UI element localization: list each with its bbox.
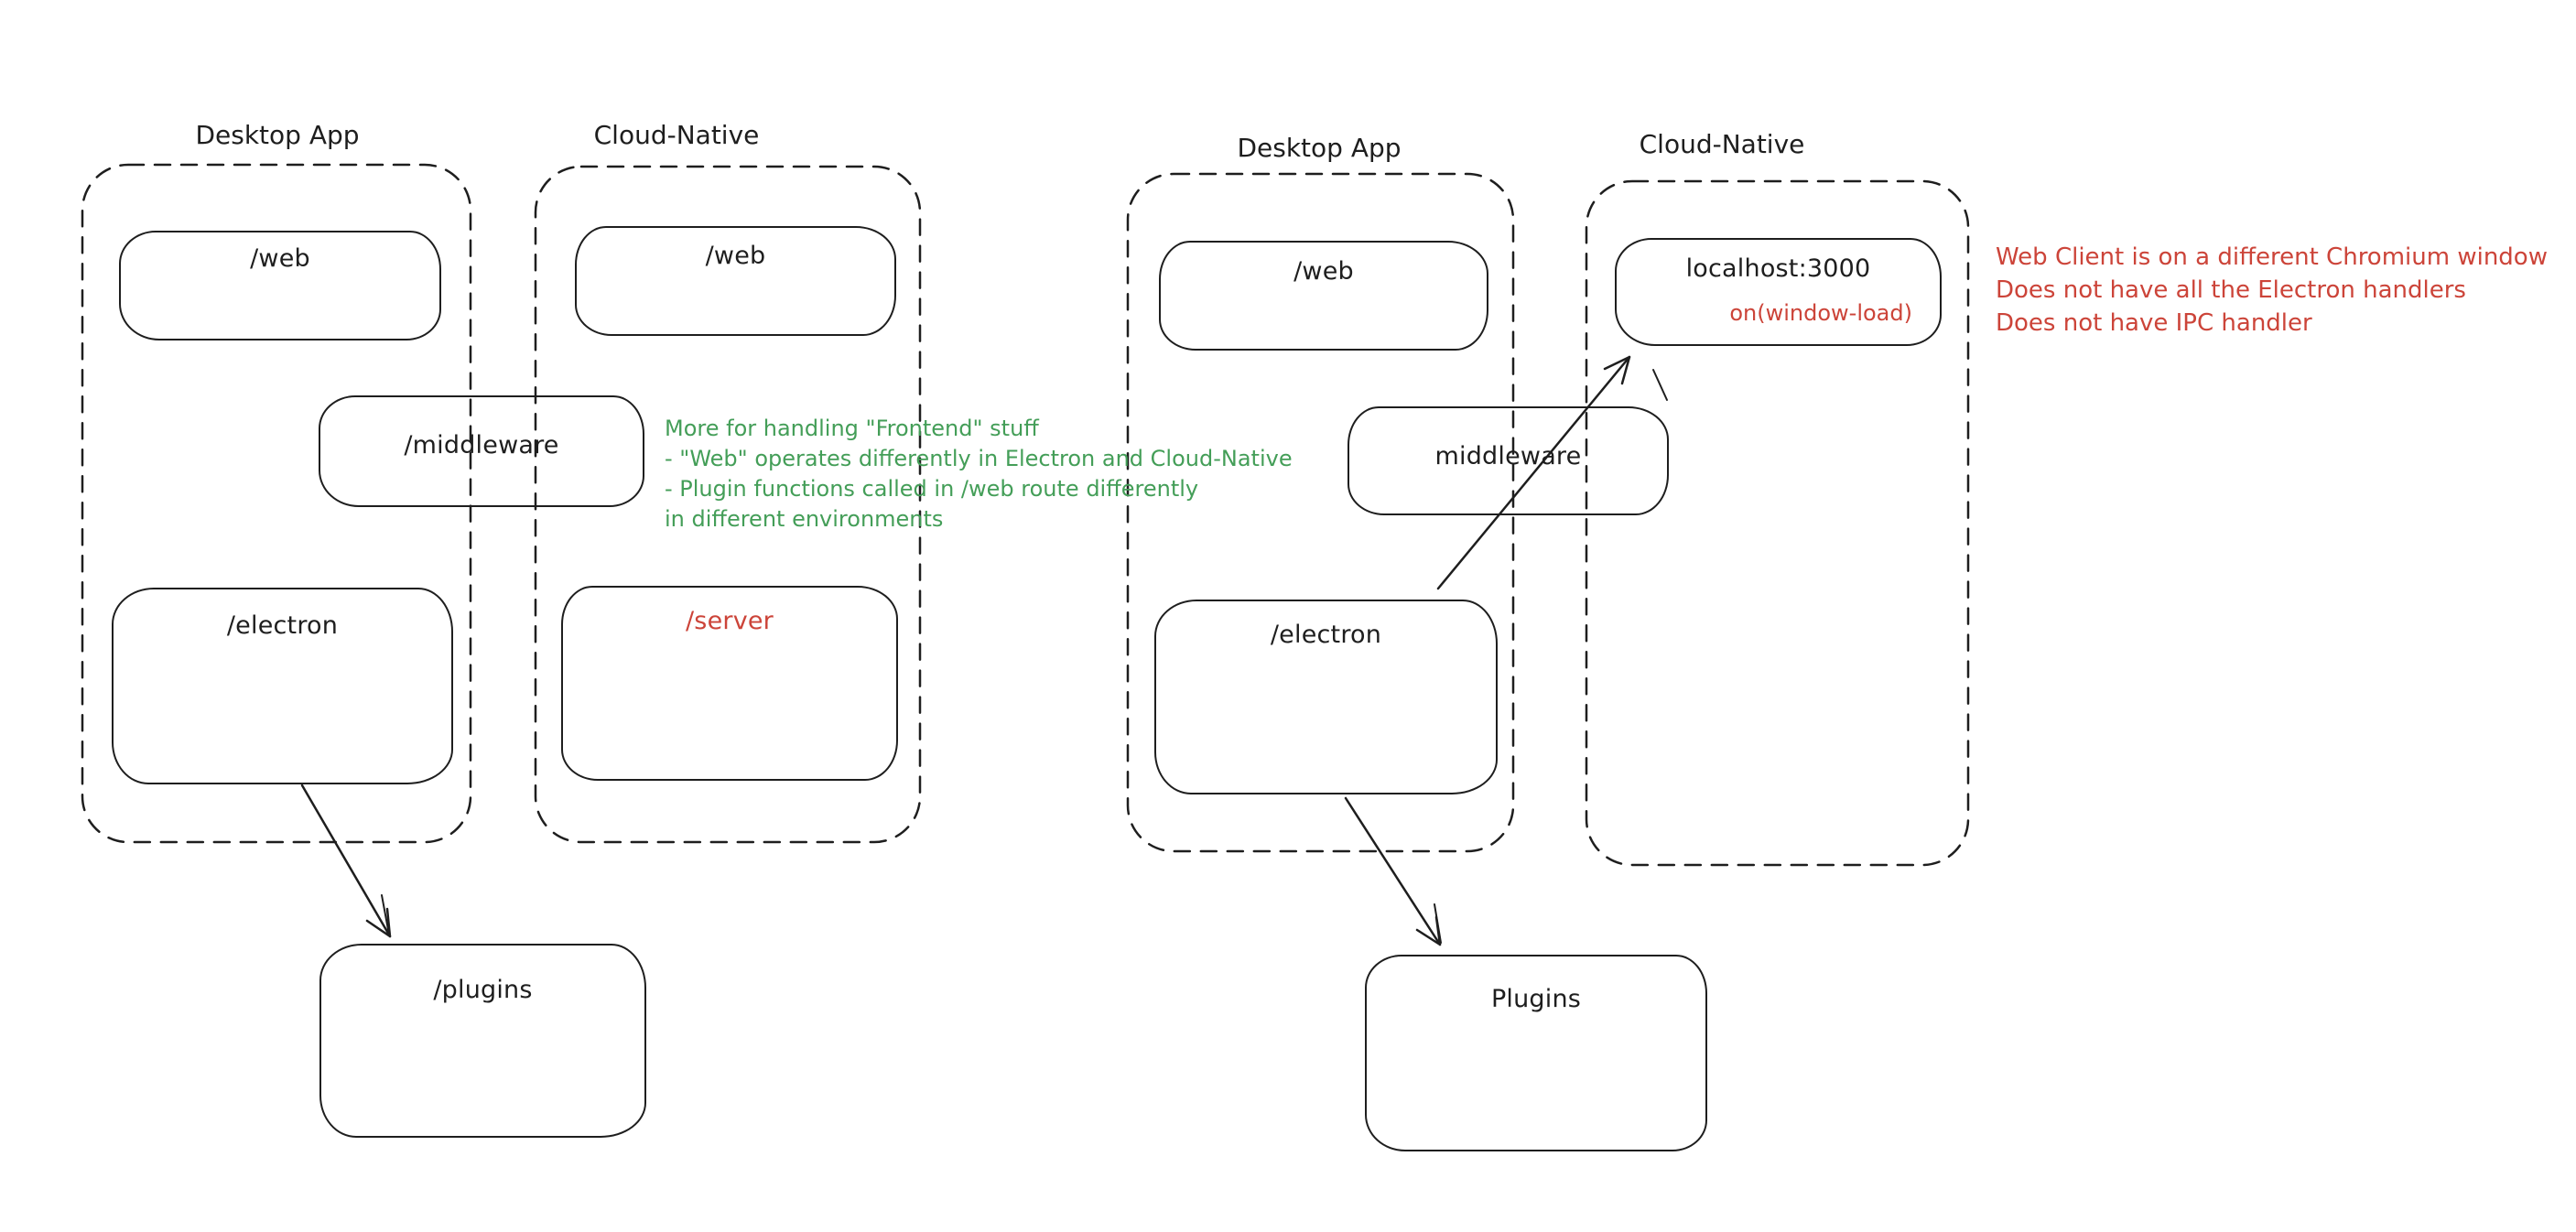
node-electron-left: /electron	[112, 588, 453, 784]
node-label: /electron	[1270, 621, 1382, 649]
note-line: More for handling "Frontend" stuff	[665, 416, 1039, 441]
container-label-desktop-left: Desktop App	[195, 120, 360, 150]
note-line: Does not have IPC handler	[1996, 309, 2312, 337]
red-note: Web Client is on a different Chromium wi…	[1996, 241, 2548, 340]
node-label: /server	[686, 607, 774, 635]
note-line: - "Web" operates differently in Electron…	[665, 446, 1293, 471]
node-label: middleware	[1434, 442, 1582, 470]
note-line: Does not have all the Electron handlers	[1996, 276, 2466, 304]
note-line: - Plugin functions called in /web route …	[665, 476, 1199, 502]
container-label-desktop-right: Desktop App	[1237, 133, 1402, 163]
container-label-cloud-right: Cloud-Native	[1639, 129, 1805, 159]
node-label: /middleware	[404, 431, 559, 459]
node-web-right: /web	[1159, 241, 1488, 351]
node-label: localhost:3000	[1685, 254, 1871, 283]
node-plugins-left: /plugins	[319, 944, 646, 1138]
localhost-window-load-sublabel: on(window-load)	[1729, 300, 1912, 326]
node-plugins-right: Plugins	[1365, 955, 1707, 1151]
node-server-left: /server	[561, 586, 898, 781]
container-label-cloud-left: Cloud-Native	[593, 120, 760, 150]
node-label: /web	[250, 244, 310, 273]
arrow-electron-to-plugins-left	[300, 784, 392, 938]
node-middleware-right: middleware	[1348, 406, 1669, 515]
node-label: /electron	[226, 611, 339, 640]
node-label: /plugins	[433, 976, 533, 1004]
green-note: More for handling "Frontend" stuff - "We…	[665, 414, 1293, 535]
node-electron-right: /electron	[1154, 600, 1498, 794]
arrow-electron-to-plugins-right	[1344, 796, 1442, 946]
node-localhost-right: localhost:3000 on(window-load)	[1615, 238, 1942, 346]
note-line: in different environments	[665, 506, 944, 532]
note-line: Web Client is on a different Chromium wi…	[1996, 243, 2548, 271]
node-label: /web	[705, 242, 766, 270]
node-web-desktop-left: /web	[119, 231, 441, 340]
node-web-cloud-left: /web	[575, 226, 896, 336]
node-label: /web	[1293, 257, 1354, 286]
node-label: Plugins	[1490, 985, 1582, 1013]
node-middleware-left: /middleware	[319, 395, 644, 507]
